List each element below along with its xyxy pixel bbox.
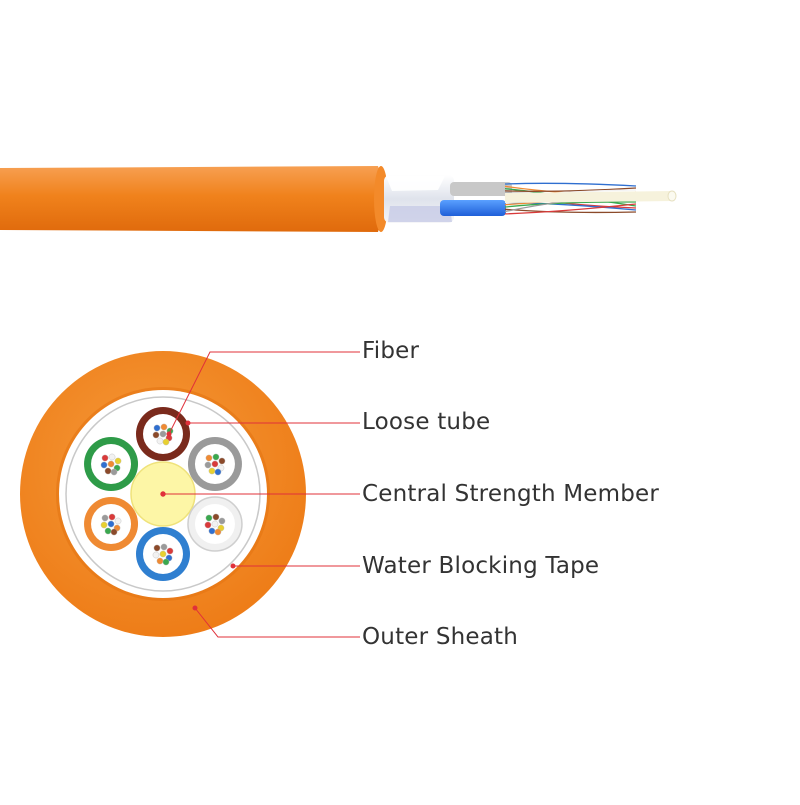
fiber-strand xyxy=(504,203,637,215)
fiber-core xyxy=(101,514,109,522)
fiber-core xyxy=(101,454,109,462)
grey-loose-tube-side xyxy=(450,182,512,196)
leader-csm-dot xyxy=(160,491,166,497)
fiber-strand xyxy=(504,201,637,208)
label-water-blocking-tape: Water Blocking Tape xyxy=(362,553,600,579)
fiber-core xyxy=(110,528,118,536)
cable-side-view xyxy=(0,166,677,232)
fiber-core xyxy=(212,513,220,521)
fiber-core xyxy=(204,461,212,469)
loose-tube-orange xyxy=(84,497,139,551)
leader-fiber-dot xyxy=(166,431,172,437)
fiber-core xyxy=(104,527,112,535)
fiber-core xyxy=(114,457,122,465)
label-loose-tube: Loose tube xyxy=(362,409,491,435)
fiber-core xyxy=(104,467,112,475)
fiber-core xyxy=(156,557,164,565)
fiber-core xyxy=(218,517,226,525)
leader-wbt-dot xyxy=(230,563,236,569)
fiber-core xyxy=(218,457,226,465)
loose-tube-grey xyxy=(187,437,242,491)
fiber-core xyxy=(211,460,219,468)
fiber-core xyxy=(153,424,161,432)
central-member-tip xyxy=(667,190,677,202)
fiber-core xyxy=(214,468,222,476)
loose-tubes xyxy=(84,407,243,581)
fiber-core xyxy=(162,438,170,446)
fiber-core xyxy=(211,520,219,528)
fiber-core xyxy=(107,460,115,468)
tape-fold xyxy=(386,176,445,191)
fiber-core xyxy=(205,514,213,522)
loose-tube-brown xyxy=(136,407,190,461)
fiber-core xyxy=(162,558,170,566)
fiber-core xyxy=(166,547,174,555)
fiber-core xyxy=(100,461,108,469)
fiber-core xyxy=(108,513,116,521)
fiber-core xyxy=(212,453,220,461)
leader-loose-tube-dot xyxy=(185,420,191,426)
leader-outer-sheath-dot xyxy=(192,605,198,611)
fiber-core xyxy=(204,521,212,529)
fiber-core xyxy=(153,544,161,552)
fiber-core xyxy=(208,527,216,535)
cable-jacket-side xyxy=(0,166,384,232)
fiber-core xyxy=(100,521,108,529)
leader-lines xyxy=(160,351,360,638)
label-central-strength-member: Central Strength Member xyxy=(362,481,660,507)
label-outer-sheath: Outer Sheath xyxy=(362,624,519,650)
fiber-core xyxy=(205,454,213,462)
leader-outer-sheath xyxy=(194,607,360,638)
central-member-side xyxy=(505,191,676,203)
tape-shadow xyxy=(388,206,452,222)
fiber-strand xyxy=(504,208,637,214)
loose-tube-blue xyxy=(136,527,190,581)
fiber-core xyxy=(156,437,164,445)
fiber-core xyxy=(107,520,115,528)
label-fiber: Fiber xyxy=(362,338,420,364)
fiber-core xyxy=(108,453,116,461)
fiber-core xyxy=(160,423,168,431)
fiber-core xyxy=(159,550,167,558)
fiber-strand xyxy=(504,182,637,187)
fiber-core xyxy=(152,551,160,559)
loose-tube-green xyxy=(84,437,139,491)
fiber-core xyxy=(160,543,168,551)
fiber-core xyxy=(114,517,122,525)
blue-loose-tube-side xyxy=(440,200,506,216)
fiber-core xyxy=(208,467,216,475)
leader-fiber xyxy=(168,351,360,435)
loose-tube-white xyxy=(187,496,243,552)
fiber-core xyxy=(159,430,167,438)
fiber-core xyxy=(152,431,160,439)
fiber-core xyxy=(214,528,222,536)
fiber-strand xyxy=(504,187,637,192)
fiber-core xyxy=(110,468,118,476)
